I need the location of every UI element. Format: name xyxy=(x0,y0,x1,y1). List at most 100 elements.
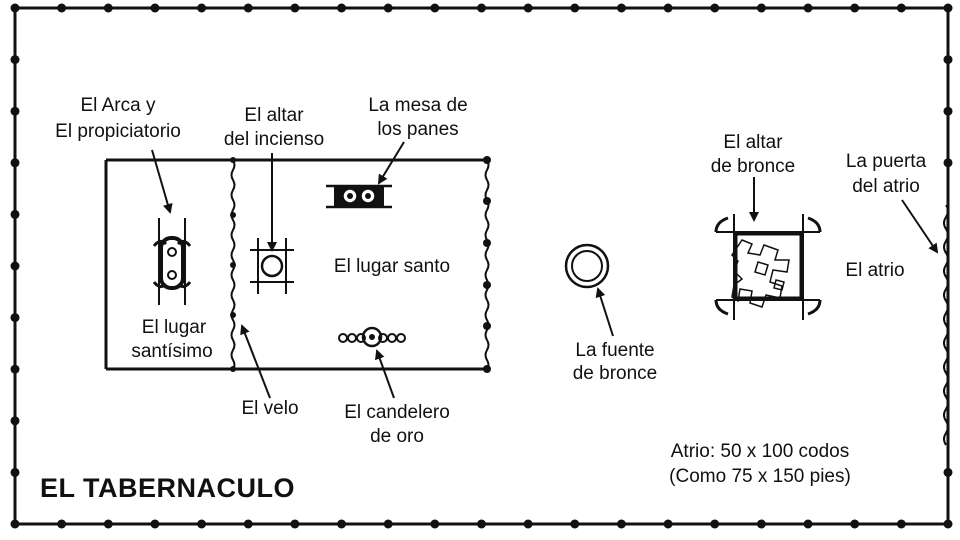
tabernacle-entrance xyxy=(484,159,490,370)
post-dot xyxy=(430,519,440,529)
lampstand-label-line1: El candelero xyxy=(344,402,450,423)
post-dot xyxy=(710,3,720,13)
post-dot xyxy=(197,519,207,529)
post-dot xyxy=(616,519,626,529)
post-dot xyxy=(10,55,20,65)
post-dot xyxy=(10,106,20,116)
post-dot xyxy=(290,519,300,529)
post-dot xyxy=(850,519,860,529)
laver-label-line2: de bronce xyxy=(573,363,658,384)
post-dot xyxy=(57,519,67,529)
bronze-altar-label-line2: de bronce xyxy=(711,156,796,177)
post-dot xyxy=(243,3,253,13)
post-dot xyxy=(10,209,20,219)
ark-label-line1: El Arca y xyxy=(81,95,156,116)
post-dot xyxy=(943,158,953,168)
post-dot xyxy=(756,3,766,13)
post-dot xyxy=(483,197,491,205)
post-dot xyxy=(103,3,113,13)
ark-of-covenant-icon xyxy=(152,218,192,305)
laver-label-line1: La fuente xyxy=(575,340,654,361)
post-dot xyxy=(710,519,720,529)
incense-altar-label-line1: El altar xyxy=(244,105,304,126)
post-dot xyxy=(290,3,300,13)
post-dot xyxy=(430,3,440,13)
post-dot xyxy=(803,519,813,529)
post-dot xyxy=(197,3,207,13)
courtyard-posts xyxy=(10,3,953,529)
post-dot xyxy=(230,312,236,318)
post-dot xyxy=(230,366,236,372)
post-dot xyxy=(943,519,953,529)
post-dot xyxy=(756,519,766,529)
courtyard-gate-label-line1: La puerta xyxy=(846,151,927,172)
tabernacle-building xyxy=(104,156,491,373)
post-dot xyxy=(10,261,20,271)
post-dot xyxy=(230,262,236,268)
post-dot xyxy=(943,106,953,116)
post-dot xyxy=(477,3,486,13)
post-dot xyxy=(943,467,953,477)
post-dot xyxy=(337,519,347,529)
post-dot xyxy=(150,3,160,13)
post-dot xyxy=(103,519,113,529)
post-dot xyxy=(383,3,393,13)
post-dot xyxy=(523,3,533,13)
diagram-title: EL TABERNACULO xyxy=(40,473,295,503)
post-dot xyxy=(10,3,20,13)
post-dot xyxy=(230,212,236,218)
courtyard-gate xyxy=(943,204,949,446)
ark-label-line2: El propiciatorio xyxy=(55,121,181,142)
post-dot xyxy=(483,239,491,247)
post-dot xyxy=(896,519,906,529)
post-dot xyxy=(230,157,236,163)
incense-altar-label-line2: del incienso xyxy=(224,129,324,150)
pointer-arrows xyxy=(151,141,939,399)
post-dot xyxy=(896,3,906,13)
post-dot xyxy=(10,313,20,323)
post-dot xyxy=(943,3,953,13)
post-dot xyxy=(150,519,160,529)
post-dot xyxy=(483,365,491,373)
bronze-laver-icon xyxy=(564,243,610,289)
incense-altar-icon xyxy=(250,238,294,294)
post-dot xyxy=(850,3,860,13)
post-dot xyxy=(383,519,393,529)
holy-of-holies-label-line2: santísimo xyxy=(131,341,212,362)
showbread-table-icon xyxy=(326,184,392,209)
post-dot xyxy=(570,3,580,13)
post-dot xyxy=(943,55,953,65)
post-dot xyxy=(10,467,20,477)
lampstand-label-line2: de oro xyxy=(370,426,424,447)
post-dot xyxy=(10,519,20,529)
holy-of-holies-label-line1: El lugar xyxy=(142,317,207,338)
showbread-label-line2: los panes xyxy=(377,119,458,140)
courtyard-gate-label-line2: del atrio xyxy=(852,176,920,197)
dimensions-line1: Atrio: 50 x 100 codos xyxy=(671,441,850,462)
post-dot xyxy=(243,519,253,529)
post-dot xyxy=(803,3,813,13)
post-dot xyxy=(10,364,20,374)
post-dot xyxy=(483,322,491,330)
post-dot xyxy=(10,158,20,168)
golden-lampstand-icon xyxy=(338,326,406,348)
post-dot xyxy=(477,519,486,529)
post-dot xyxy=(663,3,673,13)
post-dot xyxy=(337,3,347,13)
showbread-label-line1: La mesa de xyxy=(368,95,467,116)
post-dot xyxy=(663,519,673,529)
post-dot xyxy=(57,3,67,13)
post-dot xyxy=(616,3,626,13)
bronze-altar-label-line1: El altar xyxy=(723,132,783,153)
post-dot xyxy=(483,156,491,164)
dimensions-line2: (Como 75 x 150 pies) xyxy=(669,466,851,487)
post-dot xyxy=(10,416,20,426)
post-dot xyxy=(523,519,533,529)
post-dot xyxy=(483,281,491,289)
tabernacle-posts xyxy=(230,156,491,373)
holy-place-label: El lugar santo xyxy=(334,256,450,277)
veil-label: El velo xyxy=(241,398,298,419)
courtyard-label: El atrio xyxy=(845,260,904,281)
